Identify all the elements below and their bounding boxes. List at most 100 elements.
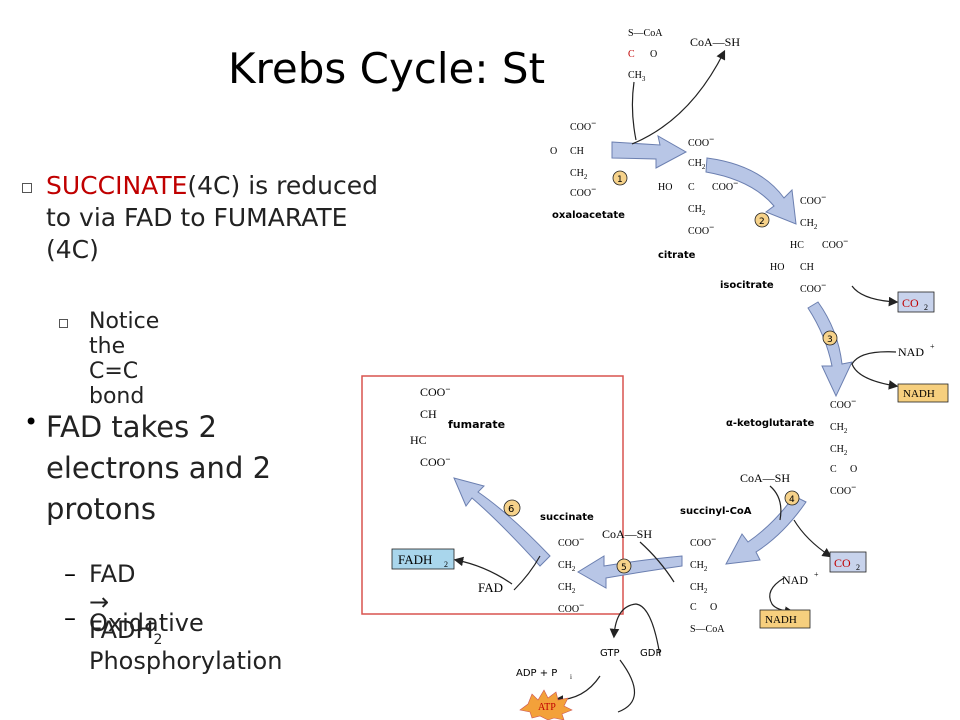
atp-cycle-arrow (553, 675, 601, 705)
gdp-label: GDP (640, 648, 661, 659)
svg-text:COO−: COO− (570, 118, 596, 133)
fadh2-box (391, 548, 455, 570)
svg-text:NADH: NADH (903, 388, 935, 400)
svg-text:CH2: CH2 (558, 582, 576, 595)
alpha-ketoglutarate-label: α-ketoglutarate (726, 418, 815, 429)
adp-label: ADP + P (516, 668, 557, 679)
dash-bullet-icon: – (64, 560, 76, 588)
svg-text:COO−: COO− (688, 134, 714, 149)
gtp-label: GTP (600, 648, 620, 659)
step-2-marker (754, 212, 770, 228)
coa-sh-label-2: CoA—SH (740, 471, 790, 485)
nad-arrow-1 (851, 351, 899, 390)
arrow-step-4 (725, 495, 807, 565)
svg-text:CH2: CH2 (558, 560, 576, 573)
checkbox-bullet-icon (22, 183, 32, 193)
nadh-box-1 (897, 383, 949, 403)
step-3-marker (822, 330, 838, 346)
atp-cycle-arrow-2 (617, 659, 636, 713)
svg-text:5: 5 (621, 563, 627, 573)
svg-text:2: 2 (444, 560, 448, 569)
fad-stem (513, 555, 541, 591)
svg-text:O: O (550, 146, 557, 157)
step-1-marker (612, 170, 628, 186)
svg-text:C: C (830, 464, 837, 475)
svg-text:COO−: COO− (420, 454, 450, 469)
arrow-step-5 (577, 555, 683, 589)
svg-text:CH: CH (800, 262, 814, 273)
svg-text:COO−: COO− (800, 280, 826, 295)
svg-text:4: 4 (789, 495, 795, 505)
svg-text:6: 6 (508, 504, 514, 515)
bullet-fad-fadh2: FAD → FADH2 (89, 560, 163, 648)
svg-text:COO−: COO− (570, 184, 596, 199)
svg-text:i: i (570, 673, 572, 681)
bullet-succinate-text: (4C) is reduced to via FAD to FUMARATE (… (46, 171, 378, 264)
co2-arrow-2 (793, 519, 832, 558)
fumarate-label: fumarate (448, 418, 505, 431)
arrow-step-6 (453, 477, 551, 567)
arrow-step-3 (807, 301, 853, 398)
gtp-gdp-arrow (609, 603, 661, 657)
step-markers: 1 2 3 4 5 6 (503, 170, 838, 574)
coa-arrow-3 (639, 541, 675, 583)
svg-text:CH2: CH2 (690, 560, 708, 573)
fumarate-structure: COO− CH HC COO− (410, 384, 450, 469)
succinate-highlight: SUCCINATE (46, 171, 188, 200)
svg-text:+: + (930, 342, 935, 351)
svg-text:HC: HC (790, 240, 804, 251)
right-arrow-icon: → (89, 588, 110, 616)
svg-text:2: 2 (856, 563, 860, 572)
bullet-dot-icon: • (24, 408, 39, 436)
svg-text:COO−: COO− (800, 192, 826, 207)
dash-bullet-icon: – (64, 604, 76, 632)
svg-text:HO: HO (770, 262, 784, 273)
svg-text:2: 2 (924, 303, 928, 312)
svg-text:2: 2 (759, 217, 765, 227)
svg-text:CH2: CH2 (690, 582, 708, 595)
svg-text:COO−: COO− (420, 384, 450, 399)
svg-text:COO−: COO− (830, 396, 856, 411)
step-5-marker (616, 558, 632, 574)
oxaloacetate-structure: COO− O CH CH2 COO− (550, 118, 596, 199)
alpha-ketoglutarate-structure: COO− CH2 CH2 C O COO− (830, 396, 857, 497)
co2-box-1 (897, 291, 935, 313)
svg-text:CH2: CH2 (570, 168, 588, 181)
nadh-box-2 (759, 609, 811, 629)
coa-arrow-2 (769, 485, 782, 521)
svg-text:O: O (650, 49, 657, 60)
isocitrate-label: isocitrate (720, 280, 774, 291)
svg-text:3: 3 (827, 335, 833, 345)
succinate-label: succinate (540, 512, 594, 523)
bullet-cc-bond: Notice the C=C bond (89, 309, 160, 409)
fad-arrow (453, 556, 513, 585)
bullet-fad: FAD takes 2 electrons and 2 protons (46, 410, 272, 526)
svg-text:CH2: CH2 (830, 422, 848, 435)
svg-text:COO−: COO− (688, 222, 714, 237)
svg-text:HC: HC (410, 433, 427, 447)
coa-sh-label-3: CoA—SH (602, 527, 652, 541)
succinyl-coa-structure: COO− CH2 CH2 C O S—CoA (690, 534, 725, 635)
svg-text:O: O (850, 464, 857, 475)
svg-text:C: C (628, 49, 635, 60)
svg-text:ATP: ATP (538, 702, 556, 713)
nad-label-1: NAD (898, 345, 924, 359)
oxaloacetate-label: oxaloacetate (552, 210, 625, 221)
svg-text:CH2: CH2 (688, 204, 706, 217)
svg-text:+: + (814, 570, 819, 579)
bullet-succinate: SUCCINATE(4C) is reduced to via FAD to F… (46, 170, 396, 266)
arrow-step-1 (611, 135, 688, 169)
step-4-marker (784, 490, 800, 506)
svg-text:HO: HO (658, 182, 672, 193)
svg-text:COO−: COO− (712, 178, 738, 193)
bullet-oxidative-phosphorylation: Oxidative Phosphorylation (89, 609, 283, 675)
slide-title: Krebs Cycle: St (228, 44, 546, 93)
svg-text:CH2: CH2 (830, 444, 848, 457)
svg-text:C: C (690, 602, 697, 613)
svg-text:C: C (688, 182, 695, 193)
acetyl-coa-arrow (631, 49, 726, 145)
checkbox-bullet-icon (59, 319, 68, 328)
coa-sh-label-top: CoA—SH (690, 35, 740, 49)
svg-text:FADH: FADH (398, 552, 432, 567)
fad-label: FAD (478, 580, 503, 595)
